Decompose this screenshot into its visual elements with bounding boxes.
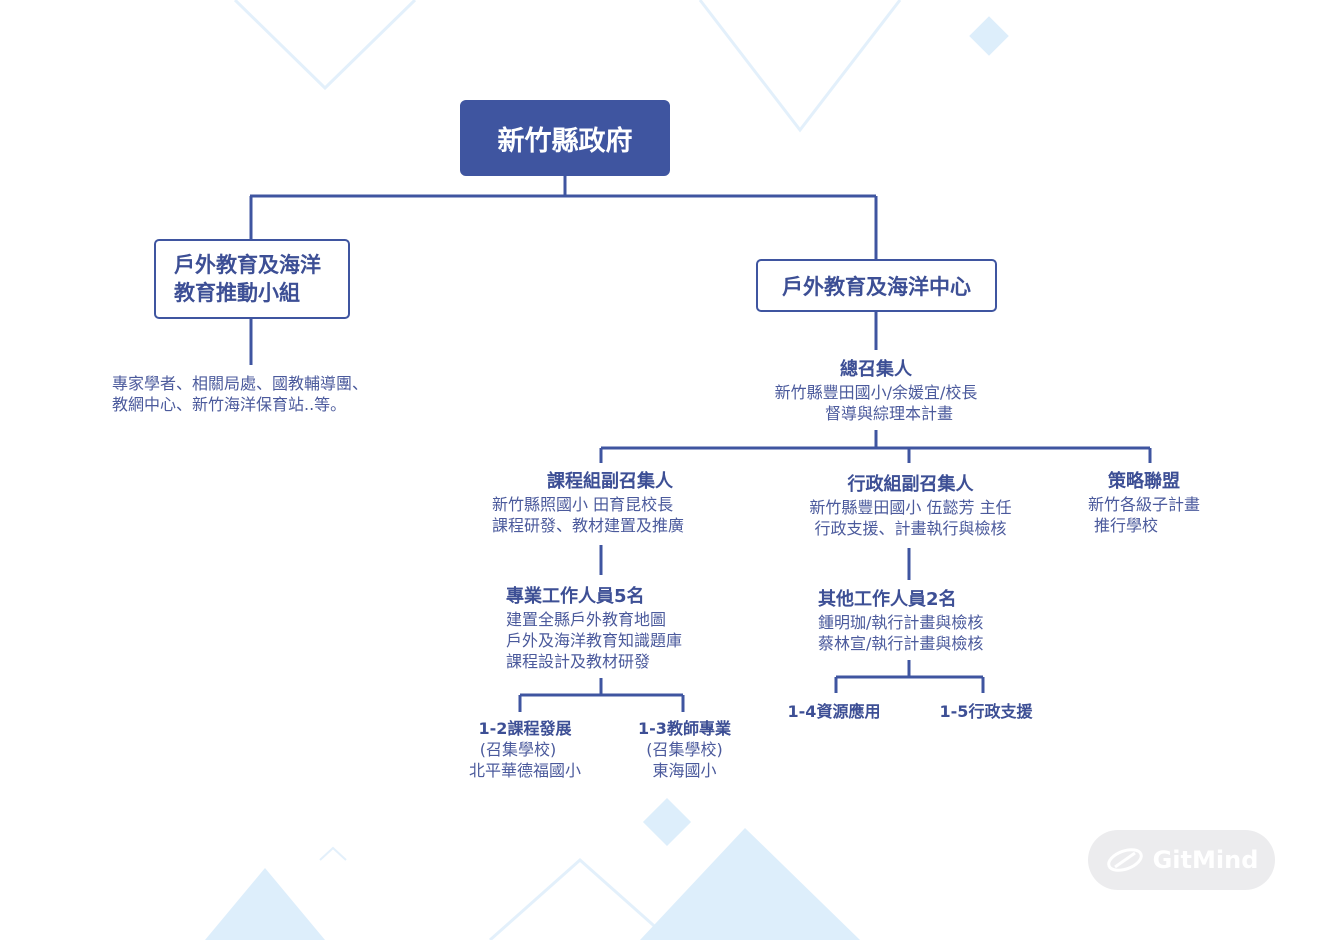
- left-box-line: 戶外教育及海洋: [174, 253, 321, 277]
- center-node[interactable]: 戶外教育及海洋中心: [756, 259, 997, 312]
- admin-node: 行政組副召集人新竹縣豐田國小 伍懿芳 主任行政支援、計畫執行與檢核: [809, 474, 1012, 538]
- node-1-5: 1-5行政支援: [939, 702, 1033, 721]
- node-1-3: 1-3教師專業(召集學校)東海國小: [638, 719, 731, 780]
- root-label: 新竹縣政府: [497, 125, 633, 157]
- curriculum-node: 課程組副召集人新竹縣照國小 田育昆校長課程研發、教材建置及推廣: [492, 471, 685, 535]
- convener-node: 總召集人新竹縣豐田國小/余媛宜/校長督導與綜理本計畫: [774, 359, 978, 423]
- gitmind-logo-icon: [1106, 848, 1143, 872]
- left-box-line: 教育推動小組: [174, 281, 300, 305]
- gitmind-watermark: GitMind: [1088, 830, 1275, 890]
- center-label: 戶外教育及海洋中心: [782, 274, 971, 299]
- left-note: 專家學者、相關局處、國教輔導團、教網中心、新竹海洋保育站..等。: [112, 374, 369, 414]
- alliance-node: 策略聯盟新竹各級子計畫推行學校: [1088, 471, 1201, 535]
- left-group-node[interactable]: 戶外教育及海洋教育推動小組: [154, 239, 350, 319]
- staff2-node: 其他工作人員2名鍾明珈/執行計畫與檢核蔡林宣/執行計畫與檢核: [818, 589, 984, 653]
- staff5-node: 專業工作人員5名建置全縣戶外教育地圖戶外及海洋教育知識題庫課程設計及教材研發: [506, 586, 683, 671]
- root-node[interactable]: 新竹縣政府: [460, 100, 670, 176]
- node-1-2: 1-2課程發展(召集學校)北平華德福國小: [468, 719, 581, 780]
- node-1-4: 1-4資源應用: [787, 702, 881, 721]
